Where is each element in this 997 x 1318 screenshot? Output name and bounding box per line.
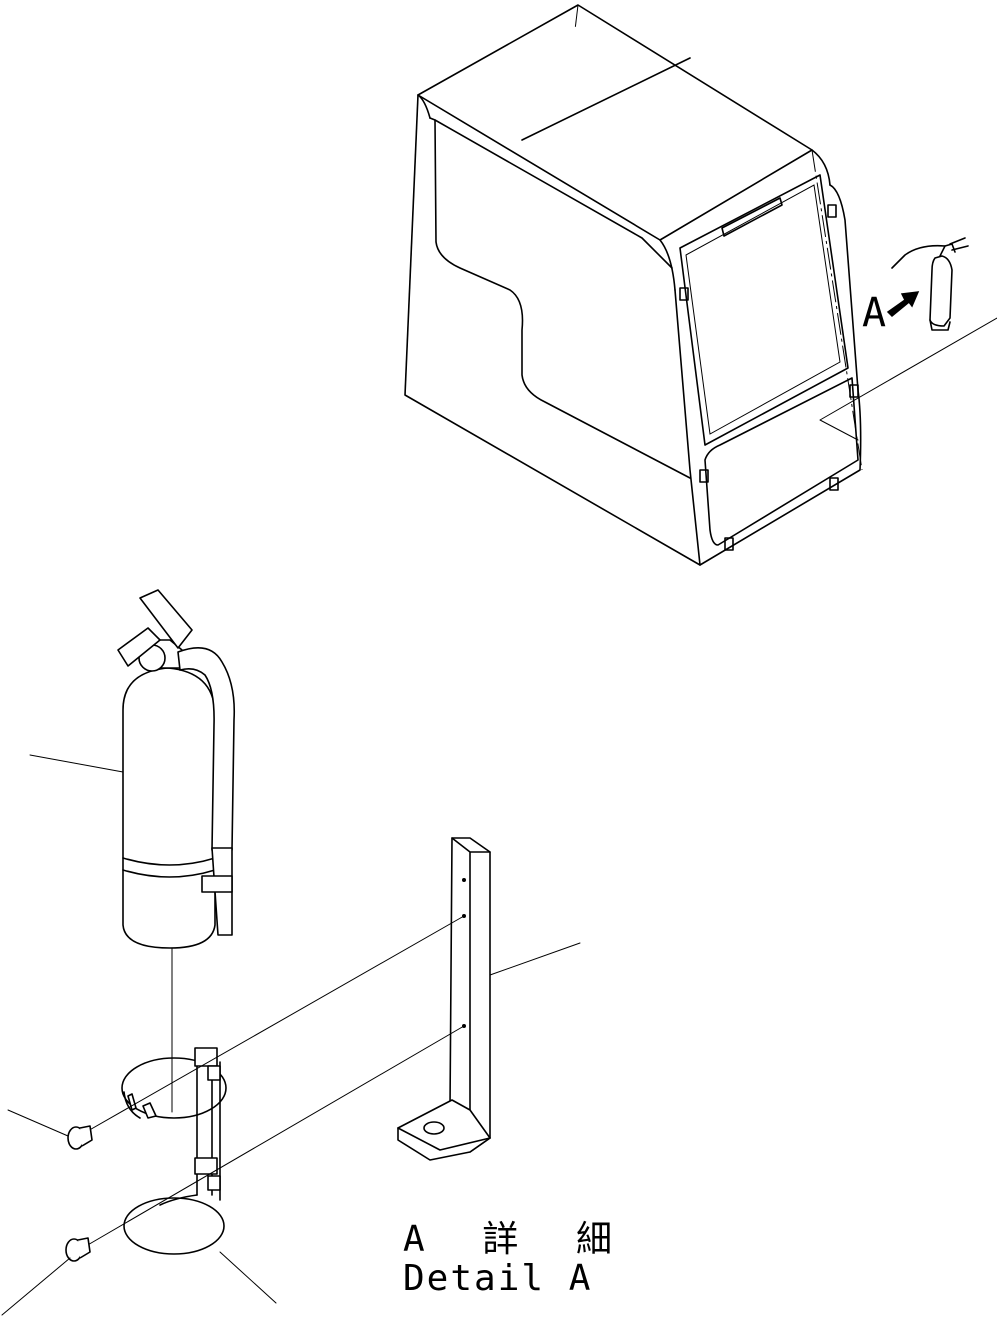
cab-hinge-1 xyxy=(679,287,689,301)
bolt-line-lower xyxy=(85,1025,465,1247)
bracket-lower-strut xyxy=(159,1194,198,1206)
extinguisher-lever-lower xyxy=(117,627,161,667)
cab-side-window-top xyxy=(429,117,673,269)
small-ext-bracket xyxy=(929,319,951,331)
cab-roof-edge xyxy=(659,149,831,291)
leader-bolt-lower xyxy=(1,1257,71,1316)
cab-hidden-2 xyxy=(574,4,579,31)
cab-windshield xyxy=(679,174,849,446)
cab-roof-hidden xyxy=(417,94,661,241)
bracket-lower-clip-side xyxy=(207,1175,221,1191)
plate-foot-edge xyxy=(397,1127,491,1151)
bracket-lower-clip xyxy=(194,1157,218,1175)
cab-hidden-1 xyxy=(404,94,419,396)
fire-extinguisher xyxy=(117,589,236,1113)
leader-extinguisher xyxy=(29,754,124,773)
cab-front-frame xyxy=(674,184,862,566)
plate-foot-hole xyxy=(423,1121,445,1135)
small-ext-hose xyxy=(891,244,946,269)
extinguisher-lever-upper xyxy=(139,589,193,649)
cab-roof-seam xyxy=(521,57,691,141)
bracket-ring-tab-left xyxy=(127,1093,137,1111)
cab-hinge-3 xyxy=(699,469,709,483)
detail-title-ja: A 詳 細 xyxy=(403,1219,631,1260)
cab-lower-window xyxy=(704,377,859,546)
bracket-ring-tab-right xyxy=(142,1102,157,1119)
bracket-upper-clip-side xyxy=(207,1065,221,1081)
cab-roof xyxy=(417,4,813,241)
cab-hidden-3 xyxy=(811,149,863,471)
bolt-upper-shank xyxy=(79,1125,93,1147)
cab-hinge-5 xyxy=(724,537,734,551)
cab-windshield-inner xyxy=(685,184,841,435)
small-ext-valve xyxy=(939,243,956,257)
view-arrow-icon xyxy=(886,291,920,318)
cab-floor-plane xyxy=(819,317,997,441)
extinguisher-body xyxy=(122,667,216,949)
small-ext-body xyxy=(929,255,953,327)
plate-edges xyxy=(451,837,491,1111)
leader-plate xyxy=(489,942,581,976)
cab-hinge-4 xyxy=(829,477,839,491)
mounting-plate xyxy=(397,837,491,1161)
bolt-line-upper xyxy=(85,915,465,1133)
detail-title-en: Detail A xyxy=(403,1258,593,1299)
plate-hole-1 xyxy=(462,878,466,882)
view-marker-label: A xyxy=(862,290,887,336)
cab-wiper xyxy=(721,197,783,237)
small-extinguisher-icon xyxy=(891,237,969,331)
extinguisher-bracket xyxy=(121,1047,227,1255)
leader-bracket xyxy=(219,1251,277,1304)
extinguisher-strap-clip xyxy=(201,875,233,893)
extinguisher-band-bottom xyxy=(122,869,216,878)
cab-outline xyxy=(404,4,997,566)
bolt-upper xyxy=(67,1125,93,1150)
cab-left-side xyxy=(404,94,701,566)
extinguisher-band-top xyxy=(122,857,216,866)
small-ext-handle xyxy=(949,237,969,251)
cab-corner xyxy=(417,94,431,119)
bracket-upper-ring xyxy=(121,1057,227,1119)
bolt-lower xyxy=(65,1237,91,1262)
cab-hinge-2 xyxy=(827,204,837,218)
bolt-lower-shank xyxy=(77,1237,91,1259)
bracket-lower-ring xyxy=(123,1197,225,1255)
cab-side-window xyxy=(434,119,691,479)
leader-bolt-upper xyxy=(7,1109,69,1137)
